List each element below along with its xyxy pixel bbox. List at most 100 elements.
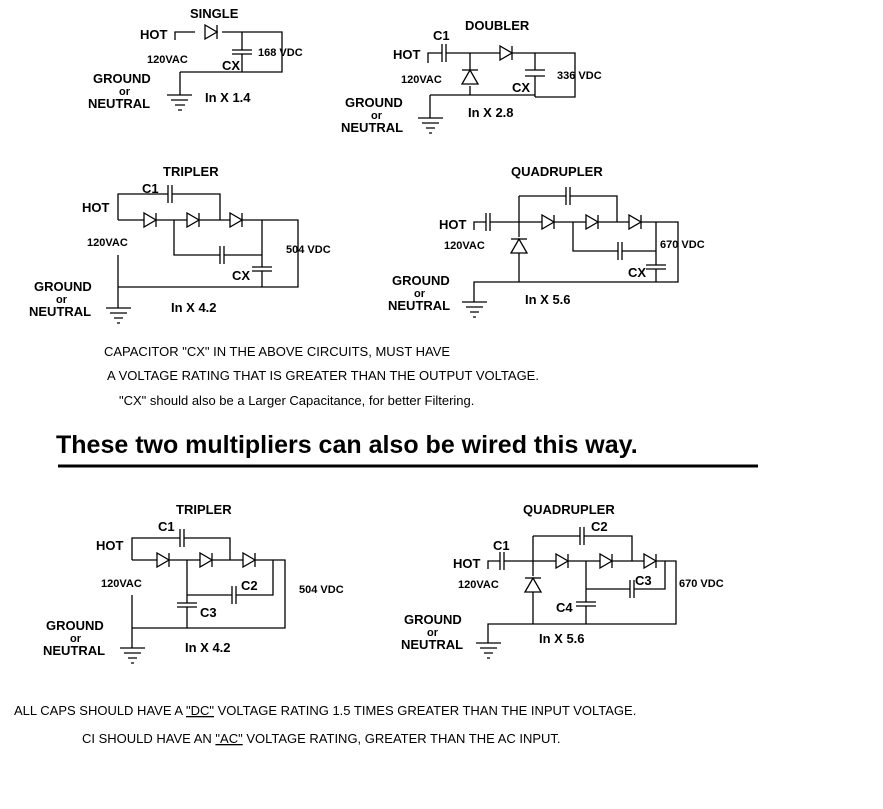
doubler-ground-label: GROUND	[345, 95, 403, 110]
tripler-a-ground-label: GROUND	[34, 279, 92, 294]
footer-ac-term: "AC"	[215, 731, 243, 746]
single-circuit: SINGLE HOT 120VAC CX 168 VDC GROUND or N…	[88, 6, 303, 111]
quad-a-diode-1-icon	[541, 213, 556, 231]
quad-b-or-label: or	[427, 627, 439, 639]
tripler-b-c2-label: C2	[241, 578, 258, 593]
quad-a-wiring	[462, 187, 679, 318]
quad-a-output-label: 670 VDC	[660, 239, 705, 251]
tripler-a-vac-label: 120VAC	[87, 237, 128, 249]
quad-a-hot-label: HOT	[439, 217, 467, 232]
tripler-a-hot-label: HOT	[82, 200, 110, 215]
tripler-b-c1-label: C1	[158, 519, 175, 534]
tripler-b-c3-label: C3	[200, 605, 217, 620]
tripler-a-diode-1-icon	[143, 211, 158, 229]
quad-b-vac-label: 120VAC	[458, 579, 499, 591]
note-line-3: "CX" should also be a Larger Capacitance…	[119, 393, 474, 408]
section-heading: These two multipliers can also be wired …	[56, 431, 638, 459]
quad-b-diode-2-icon	[599, 552, 614, 570]
tripler-b-diode-1-icon	[156, 551, 171, 569]
footer-dc-term: "DC"	[186, 703, 214, 718]
doubler-title: DOUBLER	[465, 18, 530, 33]
quad-b-c4-label: C4	[556, 600, 573, 615]
tripler-a-neutral-label: NEUTRAL	[29, 304, 91, 319]
quad-b-diode-3-icon	[643, 552, 658, 570]
note-line-2: A VOLTAGE RATING THAT IS GREATER THAN TH…	[107, 368, 539, 383]
doubler-factor-label: In X 2.8	[468, 105, 514, 120]
tripler-b-title: TRIPLER	[176, 502, 232, 517]
doubler-diode-1-icon	[499, 44, 514, 62]
doubler-hot-label: HOT	[393, 47, 421, 62]
quad-a-factor-label: In X 5.6	[525, 292, 571, 307]
footer-line-2: CI SHOULD HAVE AN "AC" VOLTAGE RATING, G…	[82, 731, 561, 746]
doubler-circuit: DOUBLER C1 HOT 120VAC CX 336 VDC GROUND …	[341, 18, 602, 135]
tripler-b-output-label: 504 VDC	[299, 584, 344, 596]
tripler-b-factor-label: In X 4.2	[185, 640, 231, 655]
doubler-diode-2-icon	[460, 68, 480, 85]
quad-b-wiring	[476, 527, 677, 659]
quad-b-title: QUADRUPLER	[523, 502, 615, 517]
footer-line-1: ALL CAPS SHOULD HAVE A "DC" VOLTAGE RATI…	[14, 703, 636, 718]
quad-a-cx-label: CX	[628, 265, 646, 280]
quad-b-circuit: QUADRUPLER C2 C1 HOT 120VAC C3 670 VDC C…	[401, 502, 724, 659]
single-wiring	[167, 31, 283, 111]
single-or-label: or	[119, 86, 131, 98]
doubler-wiring	[418, 44, 576, 134]
quad-a-or-label: or	[414, 288, 426, 300]
single-neutral-label: NEUTRAL	[88, 96, 150, 111]
quad-a-circuit: QUADRUPLER HOT 120VAC 670 VDC CX GROUND …	[388, 164, 705, 318]
tripler-a-factor-label: In X 4.2	[171, 300, 217, 315]
doubler-output-label: 336 VDC	[557, 70, 602, 82]
doubler-neutral-label: NEUTRAL	[341, 120, 403, 135]
tripler-a-circuit: TRIPLER C1 HOT 120VAC 504 VDC CX GROUND …	[29, 164, 331, 324]
single-factor-label: In X 1.4	[205, 90, 251, 105]
single-output-label: 168 VDC	[258, 47, 303, 59]
tripler-b-vac-label: 120VAC	[101, 578, 142, 590]
tripler-a-title: TRIPLER	[163, 164, 219, 179]
note-line-1: CAPACITOR "CX" IN THE ABOVE CIRCUITS, MU…	[104, 344, 450, 359]
single-title: SINGLE	[190, 6, 239, 21]
tripler-a-c1-label: C1	[142, 181, 159, 196]
quad-b-output-label: 670 VDC	[679, 578, 724, 590]
tripler-b-wiring	[120, 529, 286, 664]
tripler-b-diode-3-icon	[242, 551, 257, 569]
quad-b-c1-label: C1	[493, 538, 510, 553]
quad-a-diode-4-icon	[509, 237, 529, 254]
notes-block: CAPACITOR "CX" IN THE ABOVE CIRCUITS, MU…	[104, 344, 539, 408]
tripler-a-diode-2-icon	[186, 211, 201, 229]
quad-a-diode-3-icon	[628, 213, 643, 231]
quad-a-neutral-label: NEUTRAL	[388, 298, 450, 313]
quad-a-title: QUADRUPLER	[511, 164, 603, 179]
quad-b-c3-label: C3	[635, 573, 652, 588]
quad-b-hot-label: HOT	[453, 556, 481, 571]
tripler-b-or-label: or	[70, 633, 82, 645]
tripler-b-hot-label: HOT	[96, 538, 124, 553]
tripler-a-diode-3-icon	[229, 211, 244, 229]
tripler-b-ground-label: GROUND	[46, 618, 104, 633]
doubler-or-label: or	[371, 110, 383, 122]
quad-a-diode-2-icon	[585, 213, 600, 231]
quad-b-c2-label: C2	[591, 519, 608, 534]
quad-b-diode-4-icon	[523, 576, 543, 593]
tripler-b-neutral-label: NEUTRAL	[43, 643, 105, 658]
quad-a-ground-label: GROUND	[392, 273, 450, 288]
quad-b-diode-1-icon	[555, 552, 570, 570]
quad-b-ground-label: GROUND	[404, 612, 462, 627]
quad-a-vac-label: 120VAC	[444, 240, 485, 252]
doubler-c1-label: C1	[433, 28, 450, 43]
tripler-b-circuit: TRIPLER C1 HOT 120VAC C2 504 VDC C3 GROU…	[43, 502, 344, 664]
doubler-vac-label: 120VAC	[401, 74, 442, 86]
tripler-a-output-label: 504 VDC	[286, 244, 331, 256]
tripler-b-diode-2-icon	[199, 551, 214, 569]
quad-b-neutral-label: NEUTRAL	[401, 637, 463, 652]
tripler-a-wiring	[106, 185, 299, 324]
doubler-cx-label: CX	[512, 80, 530, 95]
tripler-a-cx-label: CX	[232, 268, 250, 283]
quad-b-factor-label: In X 5.6	[539, 631, 585, 646]
footer-notes: ALL CAPS SHOULD HAVE A "DC" VOLTAGE RATI…	[14, 703, 636, 746]
tripler-a-or-label: or	[56, 294, 68, 306]
single-vac-label: 120VAC	[147, 54, 188, 66]
single-hot-label: HOT	[140, 27, 168, 42]
single-diode-icon	[204, 23, 219, 41]
single-ground-label: GROUND	[93, 71, 151, 86]
